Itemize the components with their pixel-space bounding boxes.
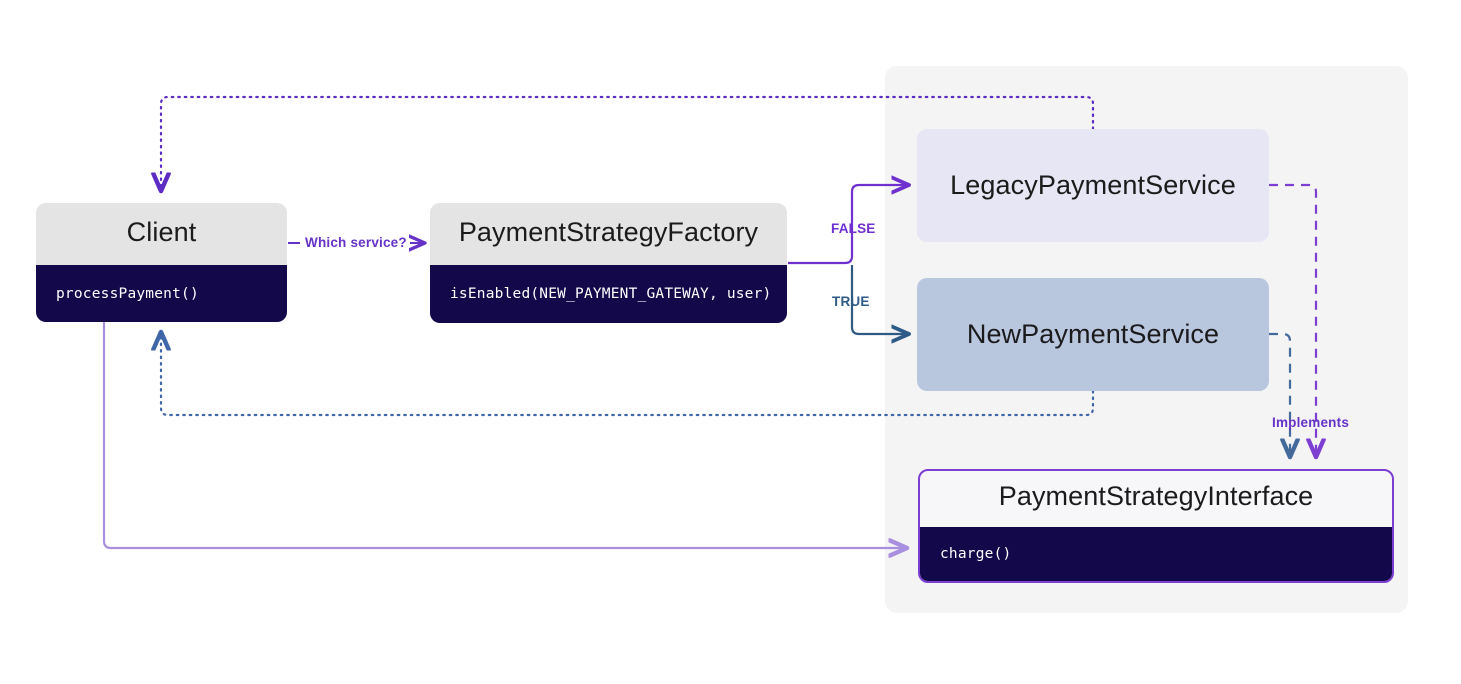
node-legacy-title: LegacyPaymentService bbox=[950, 170, 1236, 200]
edge-legacy-implements bbox=[1269, 183, 1316, 456]
node-client-method: processPayment() bbox=[36, 265, 287, 322]
node-interface-method: charge() bbox=[920, 527, 1392, 581]
edge-new-implements bbox=[1269, 332, 1290, 456]
edge-factory-to-new bbox=[850, 265, 908, 334]
node-new-payment-service[interactable]: NewPaymentService bbox=[917, 278, 1269, 391]
node-interface-title: PaymentStrategyInterface bbox=[998, 481, 1314, 511]
node-factory-method: isEnabled(NEW_PAYMENT_GATEWAY, user) bbox=[430, 265, 787, 323]
node-new-title: NewPaymentService bbox=[966, 319, 1220, 349]
edge-label-false: FALSE bbox=[831, 221, 876, 236]
edge-label-implements: Implements bbox=[1272, 415, 1350, 430]
node-client[interactable]: Client processPayment() bbox=[36, 203, 287, 322]
node-payment-strategy-interface[interactable]: PaymentStrategyInterface charge() bbox=[918, 469, 1394, 583]
edge-label-which-service: Which service? bbox=[305, 235, 407, 250]
edge-client-to-charge bbox=[102, 322, 906, 548]
edge-new-return-to-client bbox=[161, 333, 1095, 417]
node-factory-title: PaymentStrategyFactory bbox=[458, 217, 759, 247]
edge-factory-to-legacy bbox=[788, 185, 908, 265]
edge-label-true: TRUE bbox=[832, 294, 870, 309]
node-legacy-payment-service[interactable]: LegacyPaymentService bbox=[917, 129, 1269, 242]
node-client-title: Client bbox=[126, 217, 197, 247]
node-payment-strategy-factory[interactable]: PaymentStrategyFactory isEnabled(NEW_PAY… bbox=[430, 203, 787, 323]
edge-legacy-return-to-client bbox=[161, 95, 1095, 190]
